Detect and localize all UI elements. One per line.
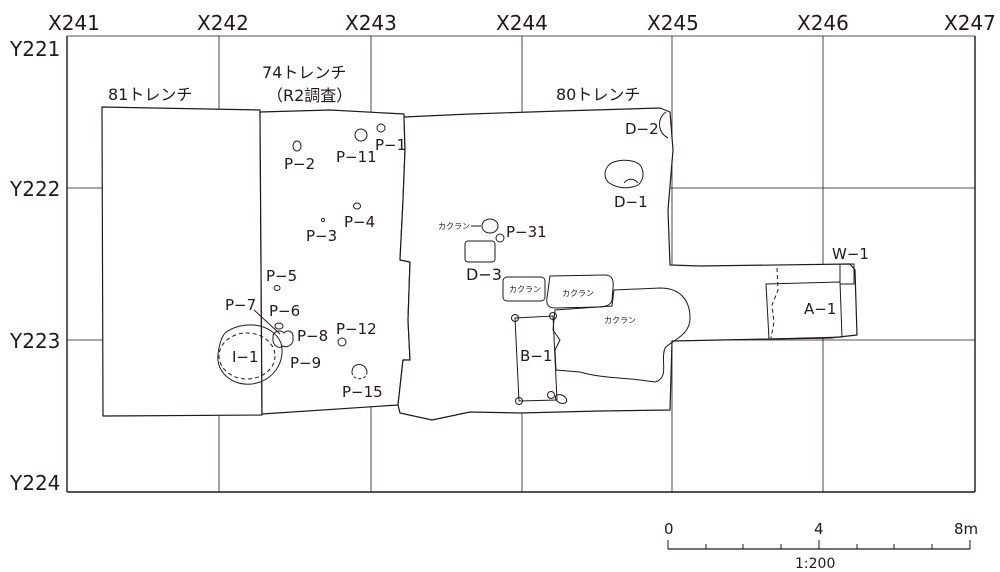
kakuran-label-2: カクラン xyxy=(509,285,541,294)
pit-p2-outline xyxy=(292,140,302,152)
pit-p31-small-outline xyxy=(495,233,505,243)
feature-d1-inner xyxy=(623,178,639,184)
feature-d2-label: D−2 xyxy=(625,120,659,138)
pit-p9-label: P−9 xyxy=(290,354,321,372)
pit-p6-label: P−6 xyxy=(269,302,300,320)
pit-p7-leader xyxy=(253,309,281,335)
pit-p11-label: P−11 xyxy=(336,148,377,166)
feature-i1-dashed-outline xyxy=(218,332,276,380)
pit-p11-outline xyxy=(354,128,368,142)
trench-81-label: 81トレンチ xyxy=(108,85,192,104)
feature-a1-label: A−1 xyxy=(804,300,836,318)
pit-p7-label: P−7 xyxy=(225,296,256,314)
pit-p31-outline xyxy=(481,218,499,234)
pit-p5-label: P−5 xyxy=(266,267,297,285)
feature-i1-outline xyxy=(217,324,283,385)
scale-tick-label: 8m xyxy=(954,520,978,538)
x-label: X243 xyxy=(345,11,397,35)
scale-bar: 0 4 8m 1:200 xyxy=(664,520,978,572)
pit-p4-label: P−4 xyxy=(344,213,375,231)
pit-p15-label: P−15 xyxy=(342,383,383,401)
feature-i1-label: I−1 xyxy=(232,348,259,366)
trench-74-outline xyxy=(259,109,411,415)
y-label: Y224 xyxy=(9,471,60,495)
pit-p12-label: P−12 xyxy=(336,320,377,338)
post-hole xyxy=(515,397,523,405)
x-label: X247 xyxy=(944,11,996,35)
y-label: Y222 xyxy=(9,177,60,201)
scale-tick-label: 4 xyxy=(814,520,824,538)
kakuran-area-2 xyxy=(546,274,614,309)
post-hole xyxy=(547,391,555,399)
pit-p15-outline xyxy=(351,364,368,373)
y-label: Y221 xyxy=(9,37,60,61)
pit-p12-outline xyxy=(337,337,347,347)
x-grid-labels: X241 X242 X243 X244 X245 X246 X247 xyxy=(48,11,996,35)
post-hole xyxy=(554,394,568,404)
feature-w1-label: W−1 xyxy=(832,245,869,263)
kakuran-label-4: カクラン xyxy=(604,316,636,325)
pit-p8-p9-cluster xyxy=(272,330,294,348)
feature-a1-dashed xyxy=(770,267,779,339)
x-label: X244 xyxy=(496,11,548,35)
feature-a1-outline xyxy=(765,281,843,340)
feature-w1-outline xyxy=(839,263,855,285)
y-grid-labels: Y221 Y222 Y223 Y224 xyxy=(9,37,60,495)
pit-p1-outline xyxy=(376,123,386,133)
x-label: X242 xyxy=(197,11,249,35)
pit-p6-outline xyxy=(274,322,284,330)
x-label: X245 xyxy=(647,11,699,35)
feature-d3-outline xyxy=(464,240,496,263)
trench-74-label: 74トレンチ xyxy=(262,63,346,82)
feature-d1-label: D−1 xyxy=(614,193,648,211)
x-label: X241 xyxy=(48,11,100,35)
trench-80-outline xyxy=(397,107,858,421)
kakuran-label-1: カクラン xyxy=(438,222,470,231)
kakuran-area-1 xyxy=(502,276,546,302)
y-label: Y223 xyxy=(9,329,60,353)
pit-p5-outline xyxy=(273,285,281,291)
pit-p8-label: P−8 xyxy=(297,327,328,345)
feature-d3-label: D−3 xyxy=(466,265,502,284)
building-b1-label: B−1 xyxy=(520,347,552,365)
trench-80-label: 80トレンチ xyxy=(556,85,640,104)
scale-tick-label: 0 xyxy=(664,520,674,538)
x-label: X246 xyxy=(797,11,849,35)
pit-p1-label: P−1 xyxy=(375,136,406,154)
trench-81-outline xyxy=(101,106,263,417)
pit-p3-outline xyxy=(320,217,326,223)
pit-p3-label: P−3 xyxy=(306,227,337,245)
pit-p15-dashed xyxy=(351,371,368,380)
feature-d2-outline xyxy=(659,111,669,139)
building-b1-outline xyxy=(514,315,558,402)
post-hole xyxy=(511,314,519,322)
scale-ratio: 1:200 xyxy=(795,556,835,572)
pit-p4-outline xyxy=(353,202,361,210)
kakuran-area-3 xyxy=(552,287,691,383)
post-hole xyxy=(549,312,557,320)
pit-p2-label: P−2 xyxy=(284,155,315,173)
pit-p31-label: P−31 xyxy=(506,223,547,241)
kakuran-label-3: カクラン xyxy=(562,289,594,298)
feature-d1-outline xyxy=(604,159,644,189)
trench-74-note: （R2調査） xyxy=(267,86,352,105)
